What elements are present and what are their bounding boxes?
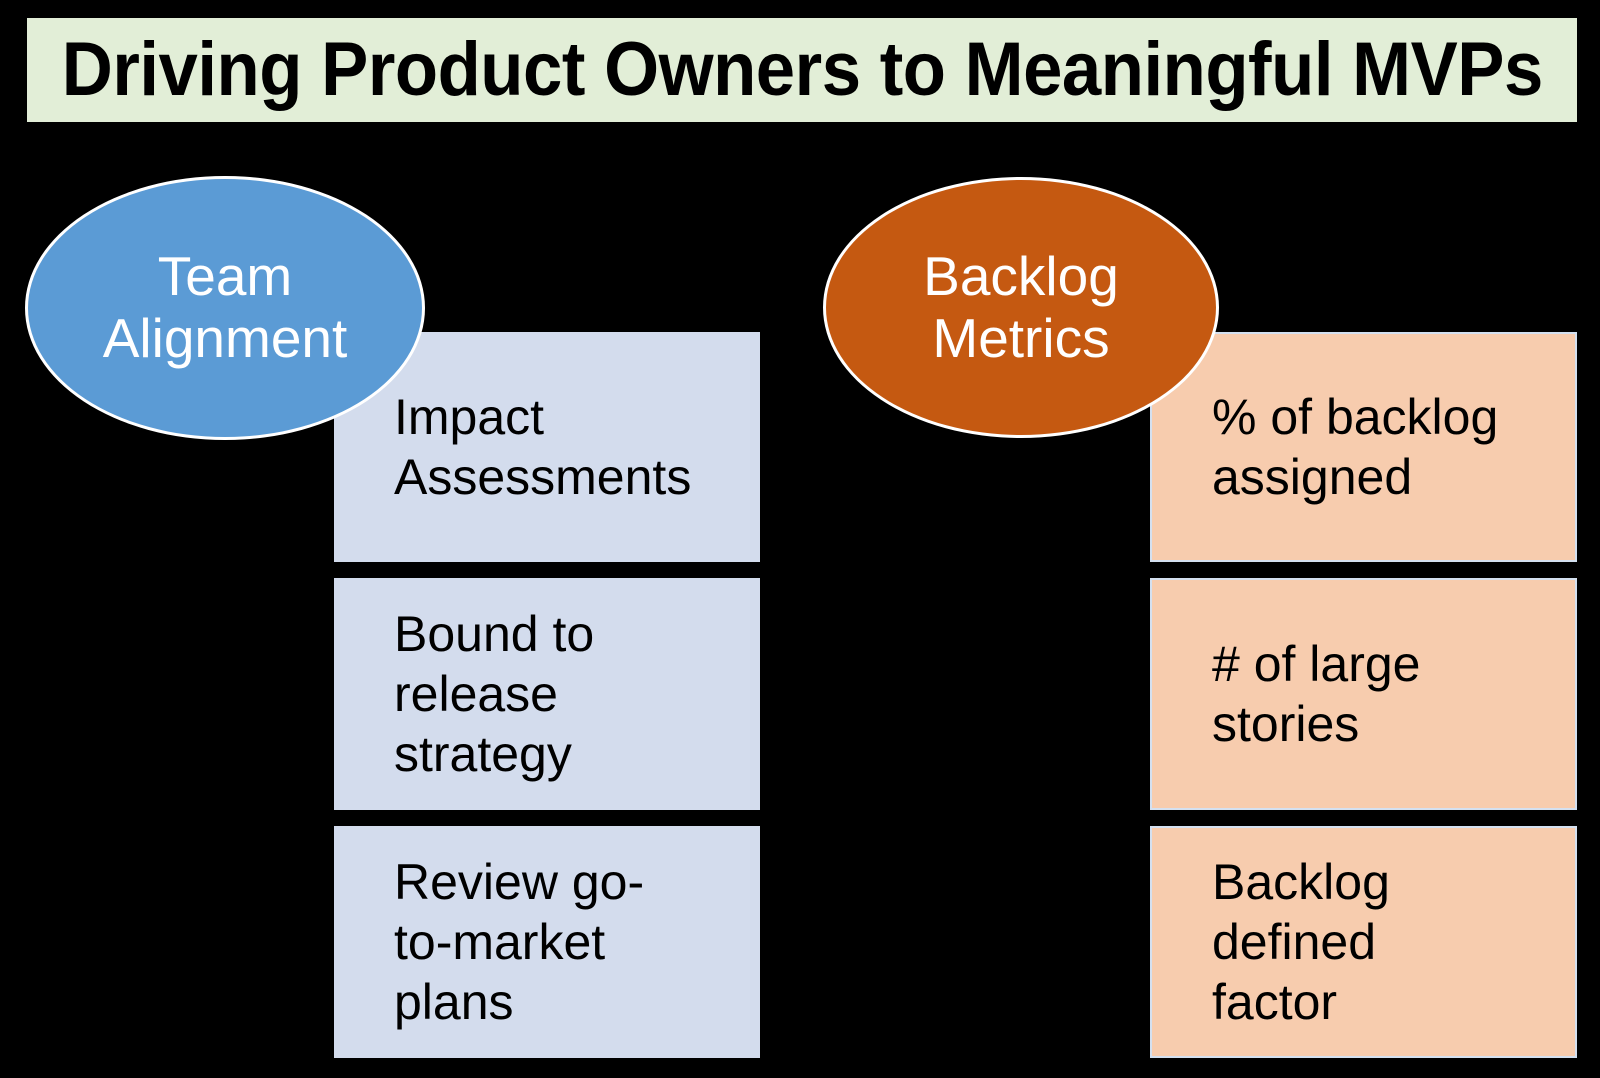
item-box-label: Backlog defined factor	[1212, 854, 1390, 1030]
item-box-team-alignment-2[interactable]: Bound to release strategy	[334, 578, 760, 810]
item-box-backlog-metrics-1[interactable]: % of backlog assigned	[1150, 332, 1577, 562]
header-ellipse-backlog-metrics[interactable]: Backlog Metrics	[823, 177, 1219, 438]
item-box-backlog-metrics-3[interactable]: Backlog defined factor	[1150, 826, 1577, 1058]
header-line-1: Backlog	[923, 244, 1119, 307]
page-title: Driving Product Owners to Meaningful MVP…	[61, 27, 1543, 112]
header-line-2: Alignment	[102, 307, 348, 369]
header-line-2: Metrics	[932, 306, 1110, 369]
item-box-team-alignment-3[interactable]: Review go- to-market plans	[334, 826, 760, 1058]
header-line-1: Team	[157, 245, 293, 308]
item-box-label: Review go- to-market plans	[394, 854, 645, 1030]
item-box-label: Impact Assessments	[394, 389, 692, 505]
slide-title-banner: Driving Product Owners to Meaningful MVP…	[27, 18, 1577, 122]
header-ellipse-team-alignment[interactable]: Team Alignment	[25, 176, 425, 440]
item-box-label: % of backlog assigned	[1212, 389, 1499, 505]
item-box-team-alignment-1[interactable]: Impact Assessments	[334, 332, 760, 562]
header-ellipse-team-alignment-label: Team Alignment	[103, 246, 348, 369]
header-ellipse-backlog-metrics-label: Backlog Metrics	[923, 244, 1119, 369]
item-box-label: # of large stories	[1212, 636, 1421, 752]
item-box-label: Bound to release strategy	[394, 606, 595, 782]
item-box-backlog-metrics-2[interactable]: # of large stories	[1150, 578, 1577, 810]
